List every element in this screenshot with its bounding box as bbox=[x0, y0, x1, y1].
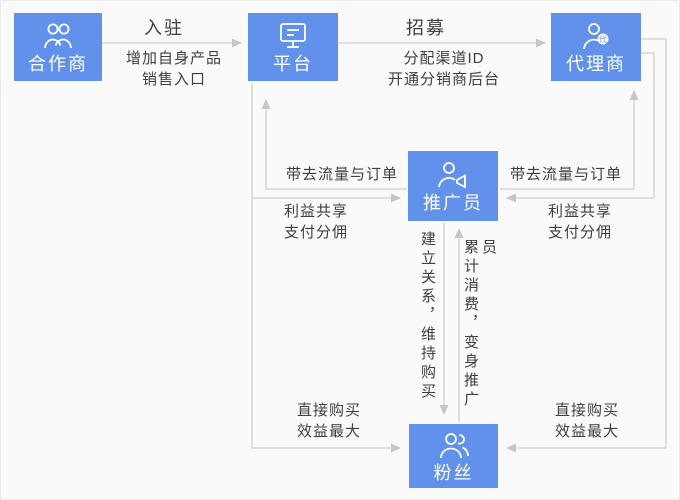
node-agent-label: 代理商 bbox=[566, 54, 626, 74]
edge-label-left-direct: 直接购买 效益最大 bbox=[269, 400, 389, 442]
edge-label-left-benefit: 利益共享 支付分佣 bbox=[256, 201, 376, 243]
edge-label-right-benefit-line2: 支付分佣 bbox=[547, 224, 612, 241]
edge-label-relation-down: 建立关系，维持购买 bbox=[419, 231, 436, 402]
edge-label-upgrade-up: 累计消费，变身推广员 bbox=[462, 239, 497, 410]
monitor-icon bbox=[280, 23, 306, 48]
people-icon bbox=[439, 432, 469, 458]
arrow-promoter-to-platform bbox=[261, 99, 407, 190]
edge-label-left-benefit-line1: 利益共享 bbox=[283, 203, 348, 220]
arrow-platform-to-fans bbox=[251, 198, 401, 453]
node-platform: 平台 bbox=[248, 13, 338, 81]
edge-label-settle-sub-line2: 销售入口 bbox=[141, 71, 206, 88]
edge-label-right-traffic: 带去流量与订单 bbox=[509, 166, 622, 183]
node-agent: 代 代理商 bbox=[551, 13, 641, 81]
edge-label-right-benefit-line1: 利益共享 bbox=[547, 203, 612, 220]
edge-label-settle-sub: 增加自身产品 销售入口 bbox=[114, 48, 234, 90]
node-partner: 合作商 bbox=[14, 13, 102, 81]
partners-icon bbox=[44, 23, 72, 49]
edge-label-recruit-sub: 分配渠道ID 开通分销商后台 bbox=[369, 48, 519, 90]
node-partner-label: 合作商 bbox=[28, 54, 88, 74]
edge-label-right-direct-line2: 效益最大 bbox=[554, 423, 619, 440]
edge-label-right-direct: 直接购买 效益最大 bbox=[527, 400, 647, 442]
edge-label-recruit-title: 招募 bbox=[406, 18, 446, 38]
edge-label-left-direct-line2: 效益最大 bbox=[296, 423, 361, 440]
node-platform-label: 平台 bbox=[273, 54, 313, 74]
edge-label-right-benefit: 利益共享 支付分佣 bbox=[520, 201, 640, 243]
node-promoter-label: 推广员 bbox=[423, 193, 483, 213]
edge-label-left-direct-line1: 直接购买 bbox=[296, 402, 361, 419]
node-promoter: 推广员 bbox=[408, 151, 498, 221]
megaphone-person-icon bbox=[438, 162, 466, 189]
agent-badge-circle bbox=[597, 33, 609, 45]
agent-badge-char: 代 bbox=[599, 34, 607, 44]
edge-label-recruit-sub-line1: 分配渠道ID bbox=[403, 50, 485, 67]
edge-label-left-traffic: 带去流量与订单 bbox=[285, 166, 398, 183]
edge-label-right-direct-line1: 直接购买 bbox=[554, 402, 619, 419]
arrow-agent-to-fans bbox=[506, 38, 667, 453]
node-fans-label: 粉丝 bbox=[433, 462, 474, 483]
node-fans: 粉丝 bbox=[409, 424, 498, 488]
arrow-promoter-to-agent bbox=[500, 90, 639, 190]
edge-label-settle-sub-line1: 增加自身产品 bbox=[125, 50, 222, 67]
arrow-agent-to-promoter bbox=[506, 52, 655, 203]
edge-label-settle-title: 入驻 bbox=[144, 18, 184, 38]
edge-label-recruit-sub-line2: 开通分销商后台 bbox=[387, 71, 500, 88]
edge-label-left-benefit-line2: 支付分佣 bbox=[283, 224, 348, 241]
agent-person-icon: 代 bbox=[583, 23, 609, 50]
